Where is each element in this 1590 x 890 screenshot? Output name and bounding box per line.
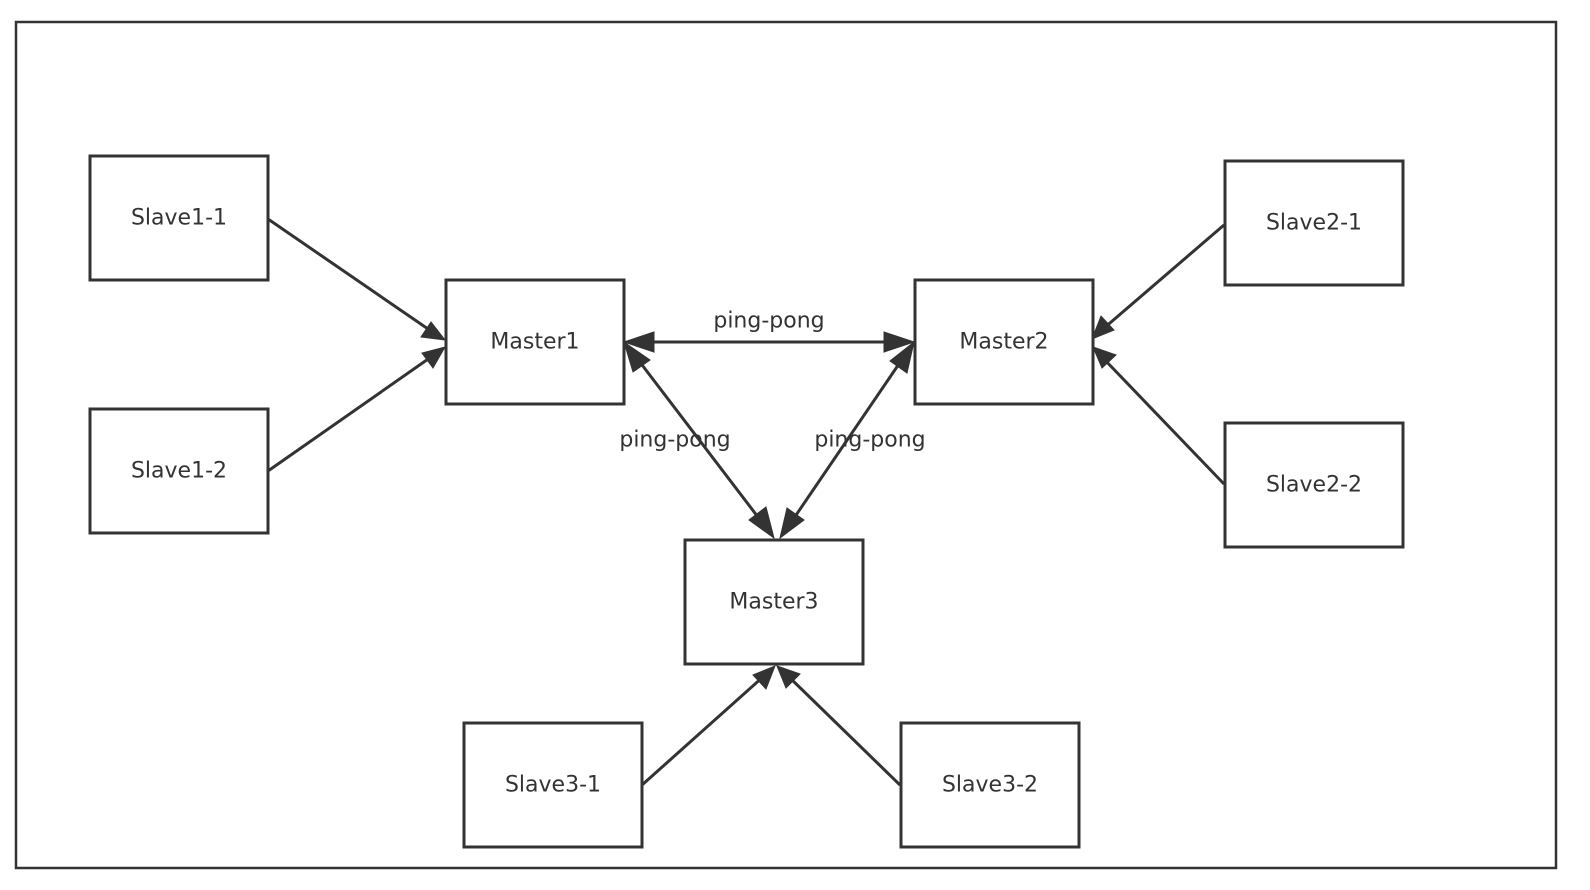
edge-labels: ping-pong ping-pong ping-pong xyxy=(619,309,925,453)
arrowhead-master2-from-slave2-2 xyxy=(1092,346,1117,369)
arrowhead-master1-from-slave1-2 xyxy=(421,346,447,369)
node-box-slave1-1 xyxy=(88,154,270,282)
arrowhead-master1-from-master3 xyxy=(623,340,651,373)
arrowhead-master3-from-slave3-1 xyxy=(752,665,776,690)
node-slave3-2[interactable]: Slave3-2 xyxy=(899,721,1081,849)
node-slave1-2[interactable]: Slave1-2 xyxy=(88,407,270,535)
node-label-master2: Master2 xyxy=(959,330,1048,355)
edge-slave3-2-to-master3 xyxy=(786,674,902,787)
edge-slave2-2-to-master2 xyxy=(1101,356,1226,486)
node-label-master3: Master3 xyxy=(729,590,818,615)
node-box-slave2-2 xyxy=(1223,421,1405,549)
node-slave2-1[interactable]: Slave2-1 xyxy=(1223,159,1405,287)
node-label-slave3-2: Slave3-2 xyxy=(942,773,1038,798)
arrowhead-master2-from-slave2-1 xyxy=(1091,315,1115,340)
arrowhead-master1-from-slave1-1 xyxy=(420,321,447,341)
node-label-slave2-1: Slave2-1 xyxy=(1266,211,1362,236)
edge-slave2-1-to-master2 xyxy=(1102,223,1225,331)
node-slave2-2[interactable]: Slave2-2 xyxy=(1223,421,1405,549)
arrowhead-master3-from-slave3-2 xyxy=(776,665,801,689)
node-box-master2 xyxy=(913,278,1095,406)
node-slave1-1[interactable]: Slave1-1 xyxy=(88,154,270,282)
node-label-slave3-1: Slave3-1 xyxy=(505,773,601,798)
node-box-master3 xyxy=(683,538,865,666)
nodes: Slave1-1 Slave1-2 Master1 Master2 Slave2… xyxy=(88,154,1405,849)
label-master2-master3: ping-pong xyxy=(814,428,925,453)
node-slave3-1[interactable]: Slave3-1 xyxy=(462,721,644,849)
node-master1[interactable]: Master1 xyxy=(444,278,626,406)
node-label-slave1-2: Slave1-2 xyxy=(131,459,227,484)
node-box-slave2-1 xyxy=(1223,159,1405,287)
node-box-slave3-1 xyxy=(462,721,644,849)
edge-slave3-1-to-master3 xyxy=(641,674,765,787)
node-master2[interactable]: Master2 xyxy=(913,278,1095,406)
node-label-slave2-2: Slave2-2 xyxy=(1266,473,1362,498)
node-label-slave1-1: Slave1-1 xyxy=(131,206,227,231)
arrowhead-master3-from-master1 xyxy=(748,506,775,540)
node-box-master1 xyxy=(444,278,626,406)
node-master3[interactable]: Master3 xyxy=(683,538,865,666)
label-master1-master3: ping-pong xyxy=(619,428,730,453)
edge-slave1-1-to-master1 xyxy=(267,217,432,333)
edges xyxy=(267,217,1226,787)
node-box-slave1-2 xyxy=(88,407,270,535)
arrowhead-master2-from-master1 xyxy=(883,331,916,353)
edge-master1-master3 xyxy=(634,356,763,522)
node-box-slave3-2 xyxy=(899,721,1081,849)
edge-master2-master3 xyxy=(790,357,905,522)
arrowhead-master2-from-master3 xyxy=(889,340,915,374)
arrowhead-master3-from-master2 xyxy=(779,507,805,540)
label-master1-master2: ping-pong xyxy=(713,309,824,334)
arrowhead-master1-from-master2 xyxy=(622,331,655,353)
node-label-master1: Master1 xyxy=(490,330,579,355)
edge-slave1-2-to-master1 xyxy=(267,355,432,473)
